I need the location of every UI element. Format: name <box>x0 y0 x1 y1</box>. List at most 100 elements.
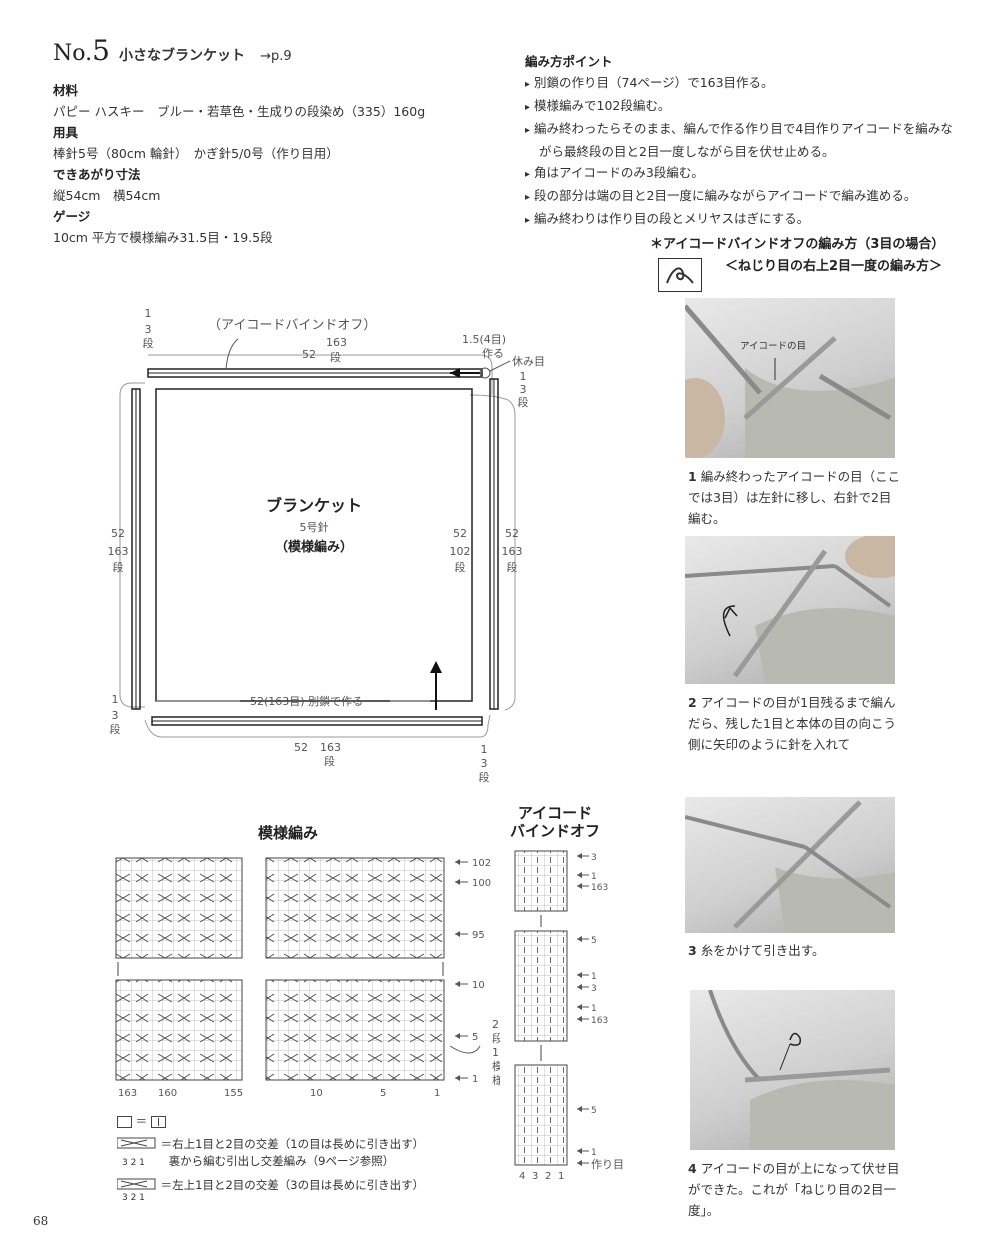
inner-right-rows: 102 <box>450 545 471 558</box>
blanket-pattern: （模様編み） <box>275 539 353 555</box>
icord-col-1: 1 <box>558 1171 564 1182</box>
knitting-points: 編み方ポイント 別鎖の作り目（74ページ）で163目作る。 模様編みで102段編… <box>525 51 965 231</box>
size-text: 縦54cm 横54cm <box>53 188 161 203</box>
chart-row-10: 10 <box>472 980 485 991</box>
corner-tl-count: 3 <box>145 323 152 336</box>
point-item: 角はアイコードのみ3段編む。 <box>525 162 965 185</box>
legend-l2: ＝左上1目と2目の交差（3の目は長めに引き出す） <box>160 1178 425 1192</box>
tools-text: 棒針5号（80cm 輪針） かぎ針5/0号（作り目用） <box>53 146 339 161</box>
legend-cross-left-icon <box>116 1177 157 1194</box>
bottom-width: 52 <box>294 741 308 754</box>
step2-photo <box>685 536 895 684</box>
left-unit: 段 <box>113 560 124 574</box>
page-reference: →p.9 <box>260 49 292 64</box>
chart-row-95: 95 <box>472 930 485 941</box>
legend-knit: ＝ <box>117 1113 166 1129</box>
step2-number: 2 <box>688 695 697 710</box>
step1-number: 1 <box>688 469 697 484</box>
chart-row-5: 5 <box>472 1032 478 1043</box>
bottom-unit: 段 <box>324 754 335 768</box>
step1-caption: 1 編み終わったアイコードの目（ここでは3目）は左針に移し、右針で2目編む。 <box>688 466 903 529</box>
corner-bl-count: 3 <box>112 709 119 722</box>
step4-text: アイコードの目が上になって伏せ目ができた。これが「ねじり目の2目一度」。 <box>688 1161 900 1218</box>
icord-mid-5: 5 <box>591 936 597 946</box>
bottom-stitches: 163 <box>320 741 341 754</box>
bindoff-label: （アイコードバインドオフ） <box>208 318 376 333</box>
step4-photo <box>690 990 895 1150</box>
legend-cross-right: ＝右上1目と2目の交差（1の目は長めに引き出す） 裏から編む引出し交差編み（9ペ… <box>116 1136 425 1170</box>
top-unit: 段 <box>330 350 341 364</box>
point-item: 段の部分は端の目と2目一度に編みながらアイコードで編み進める。 <box>525 185 965 208</box>
legend-l1b: 裏から編む引出し交差編み（9ページ参照） <box>168 1154 395 1168</box>
materials-section: 材料 パピー ハスキー ブルー・若草色・生成りの段染め（335）160g 用具 … <box>53 80 503 248</box>
repeat-label-2: 2 <box>492 1018 499 1031</box>
top-stitches: 163 <box>326 336 347 349</box>
rest-stitches-label: 休み目 <box>512 355 545 368</box>
legend-empty-box-icon <box>117 1115 132 1128</box>
blanket-schematic: （アイコードバインドオフ） 1 3 段 52 163 段 1.5(4目) 作る … <box>108 307 546 784</box>
icord-chart-title: アイコード バインドオフ <box>505 804 605 840</box>
materials-heading: 材料 <box>53 83 79 98</box>
icord-title-line2: バインドオフ <box>509 822 600 840</box>
icord-title-line1: アイコード <box>517 804 593 822</box>
legend-l1: ＝右上1目と2目の交差（1の目は長めに引き出す） <box>160 1137 425 1151</box>
tools-heading: 用具 <box>53 125 79 140</box>
col-1: 1 <box>434 1088 440 1099</box>
legend-cross-left: ＝左上1目と2目の交差（3の目は長めに引き出す） <box>116 1177 425 1194</box>
icord-bot-5: 5 <box>591 1106 597 1116</box>
step4-caption: 4 アイコードの目が上になって伏せ目ができた。これが「ねじり目の2目一度」。 <box>688 1158 903 1221</box>
left-width: 52 <box>111 527 125 540</box>
howto-subtitle: ＜ねじり目の右上2目一度の編み方＞ <box>725 259 943 274</box>
left-rows: 163 <box>108 545 129 558</box>
icord-col-4: 4 <box>519 1171 525 1182</box>
legend-digits-2: 3 2 1 <box>122 1193 145 1203</box>
step1-text: 編み終わったアイコードの目（ここでは3目）は左針に移し、右針で2目編む。 <box>688 469 901 526</box>
inner-right-unit: 段 <box>455 560 466 574</box>
col-163: 163 <box>118 1088 137 1099</box>
icord-mid-3: 3 <box>591 984 597 994</box>
col-155: 155 <box>224 1088 243 1099</box>
corner-tl-rows: 1 <box>145 307 152 320</box>
make-stitches-label: 1.5(4目) <box>462 333 506 346</box>
corner-br-count: 3 <box>481 757 488 770</box>
step4-number: 4 <box>688 1161 697 1176</box>
step3-caption: 3 糸をかけて引き出す。 <box>688 940 903 961</box>
icord-mid-1b: 1 <box>591 1004 597 1014</box>
repeat-label-1: 1 <box>492 1046 499 1059</box>
outer-right-width: 52 <box>505 527 519 540</box>
page-number: 68 <box>33 1214 49 1228</box>
point-item: 編み終わったらそのまま、編んで作る作り目で4目作りアイコードを編みながら最終段の… <box>525 118 965 162</box>
icord-mid-163: 163 <box>591 1016 608 1026</box>
point-item: 編み終わりは作り目の段とメリヤスはぎにする。 <box>525 208 965 231</box>
repeat-label-mo: 模 <box>492 1060 500 1073</box>
corner-br-unit: 段 <box>479 770 490 784</box>
make-label: 作る <box>482 347 504 360</box>
step2-caption: 2 アイコードの目が1目残るまで編んだら、残した1目と本体の目の向こう側に矢印の… <box>688 692 903 755</box>
twisted-decrease-symbol-icon <box>658 258 702 292</box>
howto-heading: ＊アイコードバインドオフの編み方（3目の場合） ＜ねじり目の右上2目一度の編み方… <box>650 234 944 278</box>
icord-chart: 3 1 163 5 1 3 1 163 5 1 作り目 4 3 2 1 <box>514 850 624 1182</box>
col-10: 10 <box>310 1088 323 1099</box>
chart-title: 模様編み <box>258 824 319 842</box>
icord-top-1: 1 <box>591 872 597 882</box>
repeat-label-dan: 段 <box>492 1031 500 1045</box>
col-160: 160 <box>158 1088 177 1099</box>
bottom-inner-label: 52(163目) 別鎖で作る <box>250 694 363 708</box>
legend-cross-right-icon <box>116 1136 157 1165</box>
icord-mid-1: 1 <box>591 972 597 982</box>
point-item: 模様編みで102段編む。 <box>525 95 965 118</box>
chart-row-102: 102 <box>472 858 491 869</box>
corner-tr-unit: 段 <box>518 395 529 409</box>
icord-top-163: 163 <box>591 883 608 893</box>
howto-title: ＊アイコードバインドオフの編み方（3目の場合） <box>650 237 945 252</box>
chart-row-1: 1 <box>472 1074 478 1085</box>
gauge-heading: ゲージ <box>53 209 91 224</box>
inner-right-width: 52 <box>453 527 467 540</box>
size-heading: できあがり寸法 <box>53 167 141 182</box>
step3-number: 3 <box>688 943 697 958</box>
icord-top-3: 3 <box>591 853 597 863</box>
corner-br-rows: 1 <box>481 743 488 756</box>
corner-tr-count: 3 <box>520 383 527 396</box>
corner-bl-unit: 段 <box>110 722 121 736</box>
legend-digits-1: 3 2 1 <box>122 1158 145 1168</box>
